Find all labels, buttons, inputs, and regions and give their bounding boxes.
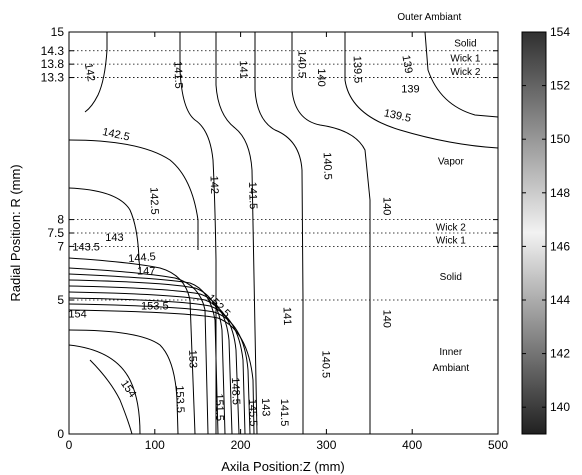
- contour-label: 140.5: [321, 152, 334, 180]
- contour-label: 140: [315, 68, 327, 86]
- contour-label: 141: [280, 307, 293, 326]
- y-tick-label: 7: [57, 239, 64, 253]
- contour-label: 140.5: [319, 351, 331, 379]
- y-tick-label: 13.3: [41, 71, 65, 85]
- x-tick-label: 400: [402, 438, 422, 452]
- colorbar-tick-label: 154: [550, 25, 570, 39]
- x-tick-label: 500: [488, 438, 508, 452]
- region-label: Ambiant: [432, 363, 469, 374]
- y-tick-label: 15: [51, 25, 65, 39]
- y-tick-label: 14.3: [41, 44, 65, 58]
- contour-label: 142: [208, 175, 221, 194]
- contour-label: 140: [380, 197, 392, 215]
- y-tick-label: 8: [57, 213, 64, 227]
- contour-line: [69, 139, 199, 250]
- y-tick-label: 7.5: [47, 226, 64, 240]
- y-tick-label: 0: [57, 427, 64, 441]
- contour-line: [89, 359, 133, 434]
- contour-line: [69, 303, 251, 434]
- contour-line: [424, 32, 498, 118]
- contour-line: [69, 344, 141, 434]
- contour-label: 143: [105, 232, 123, 244]
- contour-lines: [69, 32, 498, 434]
- contour-label: 143: [259, 398, 272, 417]
- contour-label: 151.5: [213, 393, 226, 421]
- contour-label: 139.5: [383, 107, 412, 124]
- contour-line: [69, 267, 209, 434]
- y-tick-label: 5: [57, 293, 64, 307]
- contour-label: 144.5: [128, 251, 156, 265]
- colorbar-tick-label: 140: [550, 400, 570, 414]
- contour-label: 153.5: [173, 385, 186, 413]
- contour-line: [215, 32, 258, 434]
- colorbar-ticks: 140 142 144 146 148 150 152 154: [522, 25, 570, 414]
- colorbar: [521, 31, 547, 435]
- contour-label: 140.5: [295, 50, 307, 78]
- region-label: Wick 2: [450, 67, 480, 78]
- y-axis: 0 5 77.58 13.313.814.3 15: [41, 25, 498, 441]
- contour-label: 141.5: [278, 399, 290, 427]
- colorbar-tick-label: 146: [550, 239, 570, 253]
- x-tick-label: 200: [231, 438, 251, 452]
- contour-label: 141: [237, 60, 250, 79]
- contour-label: 153.5: [141, 300, 169, 312]
- contour-label: 142: [82, 62, 97, 82]
- contour-label: 148.5: [229, 377, 242, 405]
- contour-label: 145.5: [246, 399, 259, 427]
- contour-label: 141.5: [171, 61, 184, 89]
- colorbar-tick-label: 148: [550, 186, 570, 200]
- contour-labels: 142 141.5 141 140.5 140 139.5 139 139 139.5 142.5…: [68, 50, 419, 426]
- contour-label: 140: [380, 310, 392, 328]
- y-axis-label: Radial Position: R (mm): [8, 164, 23, 301]
- y-tick-label: 13.8: [41, 57, 65, 71]
- colorbar-tick-label: 152: [550, 79, 570, 93]
- contour-line: [69, 291, 240, 434]
- region-label: Inner: [439, 347, 462, 358]
- contour-line: [254, 32, 304, 434]
- contour-line: [69, 257, 196, 434]
- contour-label: 142.5: [101, 126, 130, 143]
- colorbar-tick-label: 142: [550, 347, 570, 361]
- contour-line: [344, 32, 498, 149]
- region-label: Wick 2: [436, 222, 466, 233]
- region-label: Wick 1: [436, 236, 466, 247]
- contour-line: [179, 32, 217, 434]
- contour-label: 139: [401, 83, 419, 95]
- colorbar-tick-label: 144: [550, 293, 570, 307]
- x-tick-label: 300: [316, 438, 336, 452]
- contour-line: [69, 187, 141, 271]
- contour-line: [69, 297, 246, 434]
- region-boundaries: [69, 50, 498, 301]
- contour-line: [84, 32, 108, 113]
- colorbar-tick-label: 150: [550, 132, 570, 146]
- contour-label: 141.5: [246, 182, 259, 210]
- contour-line: [69, 329, 179, 434]
- contour-line: [69, 273, 219, 434]
- contour-label: 139.5: [351, 56, 364, 84]
- x-axis-label: Axila Position:Z (mm): [221, 459, 345, 474]
- region-label: Outer Ambiant: [397, 12, 461, 23]
- x-tick-label: 100: [145, 438, 165, 452]
- contour-line: [291, 32, 371, 434]
- contour-label: 154: [68, 308, 86, 320]
- contour-label: 142.5: [147, 187, 160, 215]
- region-label: Wick 1: [450, 53, 480, 64]
- contour-label: 139: [399, 54, 414, 74]
- x-tick-label: 0: [66, 438, 73, 452]
- contour-label: 147: [137, 266, 155, 278]
- x-axis: 0 100 200 300 400 500: [66, 32, 508, 452]
- contour-label: 143.5: [72, 241, 100, 253]
- region-label: Solid: [440, 272, 462, 283]
- contour-line: [69, 309, 255, 434]
- region-label: Solid: [454, 39, 476, 50]
- region-label: Vapor: [438, 157, 465, 168]
- contour-label: 153: [186, 350, 199, 369]
